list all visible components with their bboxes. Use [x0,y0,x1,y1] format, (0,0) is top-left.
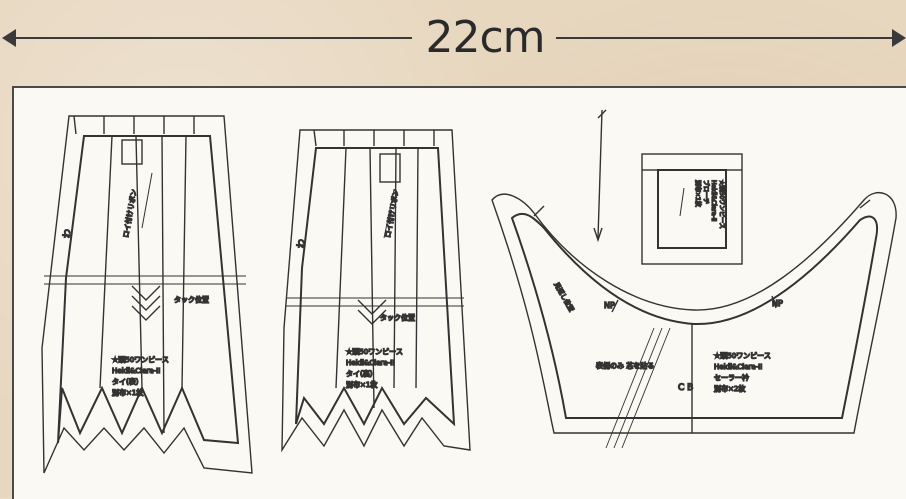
tie-1-grain-label: ロイ付けリボン [121,189,138,239]
grain-arrow-icon [593,109,607,243]
small-label-info-4: 別布×1枚 [694,180,702,207]
small-label-piece [641,153,743,265]
collar-piece [491,191,897,449]
small-label-info-3: ブローチ [702,180,710,204]
tie-2-info-line-1: ★頭50ワンピース [346,348,403,356]
pattern-drawing: わ ロイ付けリボン タック位置 ★頭50ワンピース Heidi&Clara-II… [41,109,897,474]
arrow-right-icon [892,29,906,47]
tie-2-info-line-4: 別布×1枚 [346,380,377,389]
arrow-left-icon [2,29,16,47]
tie-2-info-line-2: Heidi&Clara-II [346,359,394,367]
pattern-sheet: わ ロイ付けリボン タック位置 ★頭50ワンピース Heidi&Clara-II… [12,86,906,499]
tie-1-info-line-4: 別布×1枚 [112,388,143,397]
tie-piece-1 [41,115,253,474]
tie-1-fold-mark: わ [62,229,73,238]
collar-cb-label: C B [678,383,693,393]
collar-info-line-4: 別布×2枚 [714,384,745,393]
tie-piece-2 [281,129,471,453]
tie-1-position-label: タック位置 [174,295,209,304]
small-label-info-2: Heidi&Clara-II [710,180,717,222]
collar-info-line-2: Heidi&Clara-II [714,363,762,371]
collar-dart-note: 表側のみ 芯を貼る [596,361,654,370]
tie-1-info-line-2: Heidi&Clara-II [112,367,160,375]
collar-info-line-3: セーラー衿 [714,373,749,382]
dimension-line-left [10,37,412,39]
tie-2-grain-label: ロイ付けリボン [383,189,400,239]
dimension-label: 22cm [425,12,545,63]
tie-2-fold-mark: わ [296,239,307,248]
dimension-line-right [556,37,896,39]
tie-1-info-line-3: タイ(表) [112,377,139,386]
small-label-info-1: ★頭50ワンピース [718,180,725,229]
tie-1-info-line-1: ★頭50ワンピース [112,356,169,364]
collar-side-note: 見返し位置 [552,281,576,314]
tie-2-info-line-3: タイ(裏) [346,369,373,378]
collar-np-right: NP [772,299,783,308]
collar-info-line-1: ★頭50ワンピース [714,352,771,360]
tie-2-position-label: タック位置 [380,313,415,322]
collar-np-left: NP [604,301,615,310]
